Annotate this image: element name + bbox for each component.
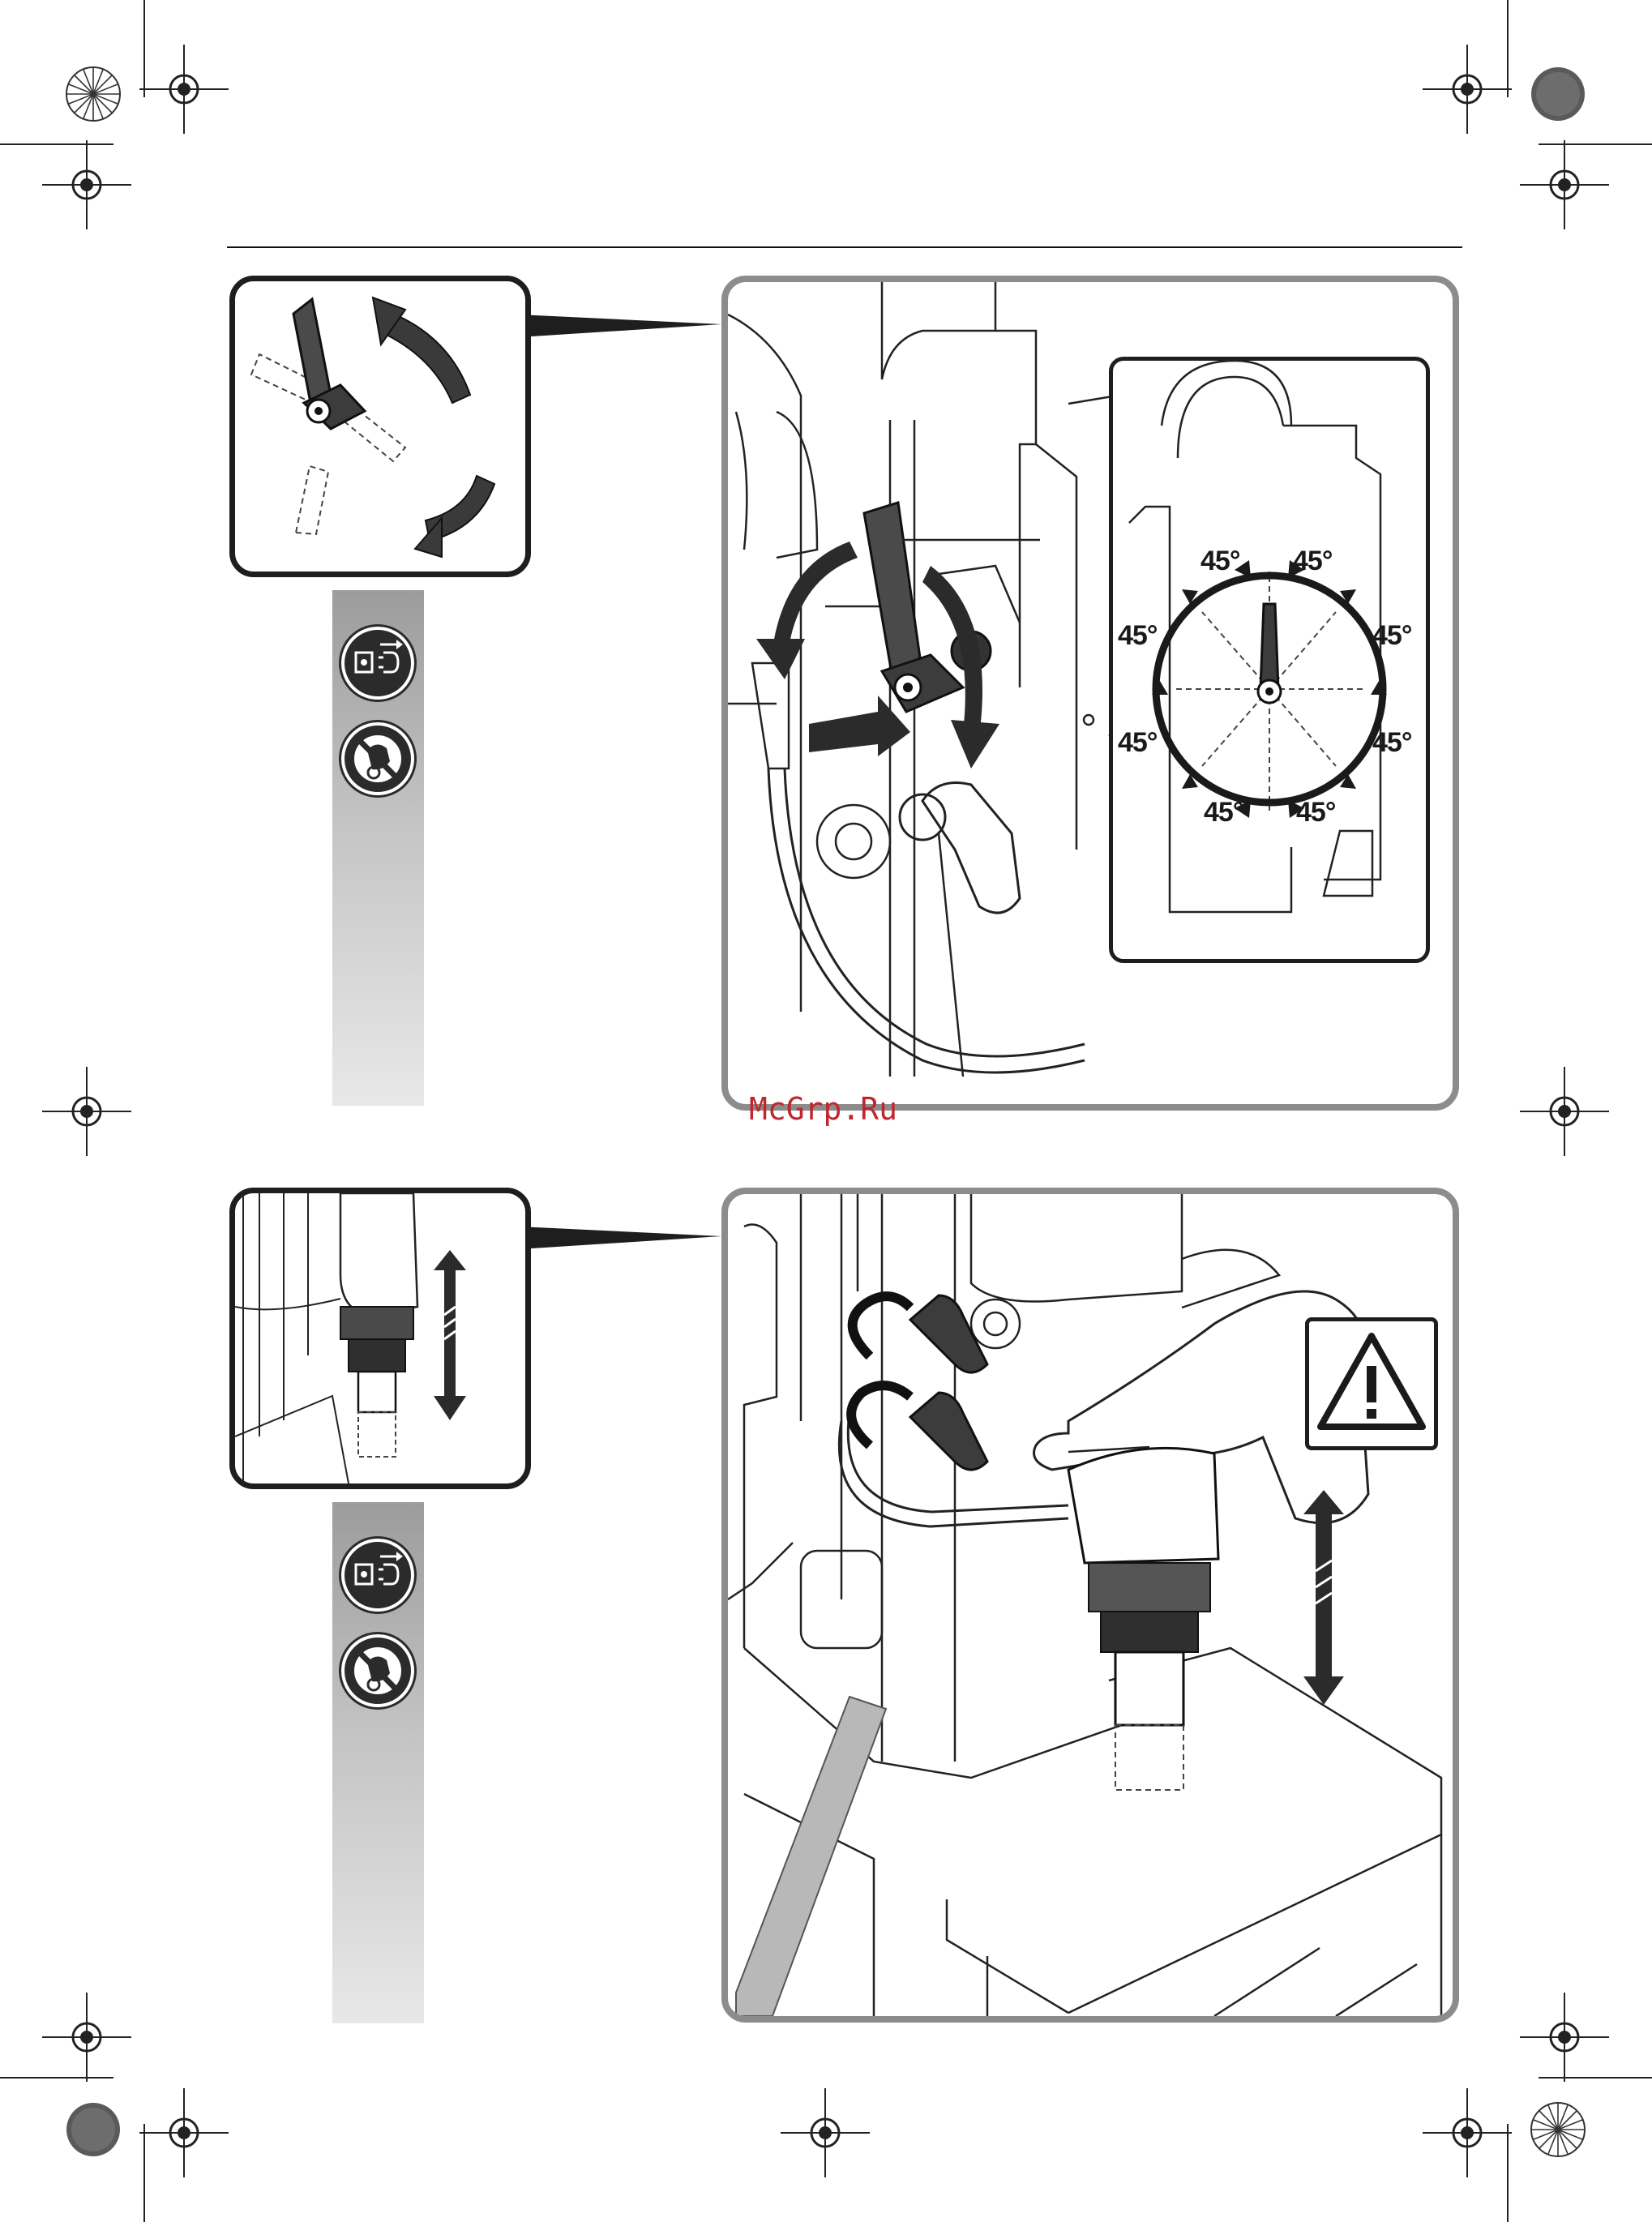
registration-crosshair-icon — [42, 140, 131, 229]
angle-positions-inset: 45° 45° 45° 45° 45° 45° 45° 45° — [1109, 357, 1430, 963]
unplug-before-work-icon — [341, 627, 414, 700]
machine-lever-illustration: 45° 45° 45° 45° 45° 45° 45° 45° — [721, 276, 1459, 1111]
registration-crosshair-icon — [1520, 1067, 1609, 1156]
sunburst-icon — [66, 67, 120, 121]
sunburst-icon — [1531, 2103, 1585, 2156]
angle-label: 45° — [1118, 727, 1157, 759]
drill-plunge-drawing — [235, 1193, 525, 1483]
do-not-touch-rotating-icon — [341, 1634, 414, 1707]
callout-pointer — [519, 1220, 730, 1261]
angle-label: 45° — [1296, 797, 1335, 828]
angle-label: 45° — [1118, 620, 1157, 652]
gray-dot-icon — [66, 2103, 120, 2156]
angle-label: 45° — [1372, 727, 1411, 759]
registration-crosshair-icon — [42, 1993, 131, 2082]
drilling-illustration — [721, 1188, 1459, 2023]
angle-label: 45° — [1372, 620, 1411, 652]
registration-crosshair-icon — [1520, 1993, 1609, 2082]
lever-detail-inset — [229, 276, 531, 577]
registration-crosshair-icon — [1520, 140, 1609, 229]
registration-crosshair-icon — [42, 1067, 131, 1156]
warning-box — [1305, 1317, 1438, 1450]
registration-crosshair-icon — [1423, 45, 1512, 134]
registration-crosshair-icon — [139, 2088, 229, 2177]
callout-pointer — [519, 308, 730, 349]
clamping-lever-icon — [235, 281, 525, 572]
angle-label: 45° — [1204, 797, 1243, 828]
registration-crosshair-icon — [1423, 2088, 1512, 2177]
safety-strip — [332, 590, 424, 1106]
gray-dot-icon — [1531, 67, 1585, 121]
angle-label: 45° — [1200, 546, 1239, 577]
registration-crosshair-icon — [781, 2088, 870, 2177]
angle-dial-drawing — [1113, 361, 1426, 959]
safety-strip — [332, 1502, 424, 2023]
unplug-before-work-icon — [341, 1539, 414, 1612]
warning-triangle-icon — [1309, 1321, 1434, 1446]
do-not-touch-rotating-icon — [341, 722, 414, 795]
watermark: McGrp.Ru — [749, 1091, 897, 1127]
plunge-detail-inset — [229, 1188, 531, 1489]
angle-label: 45° — [1293, 546, 1332, 577]
registration-crosshair-icon — [139, 45, 229, 134]
